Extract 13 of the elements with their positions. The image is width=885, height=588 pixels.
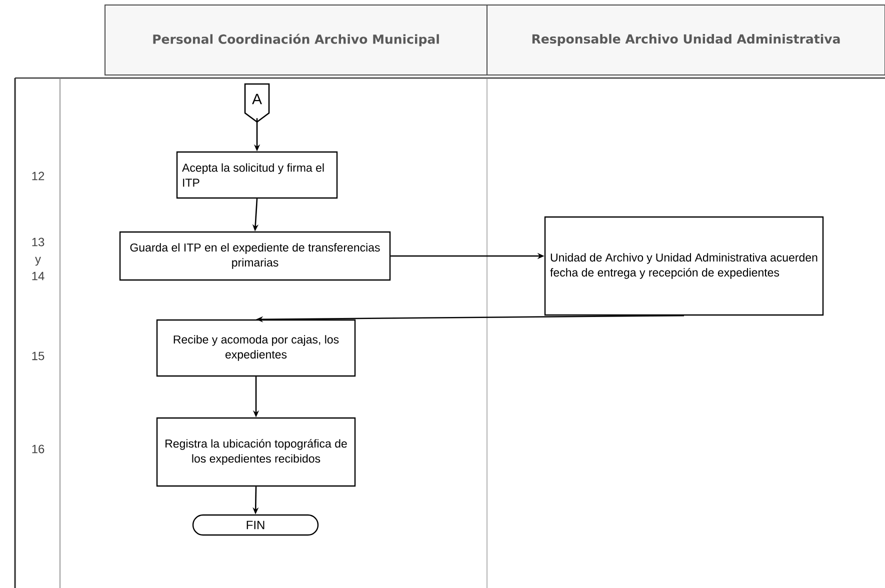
- step-number: 15: [32, 352, 44, 360]
- step-number: 13 y 14: [32, 238, 44, 280]
- step-number: 12: [32, 172, 44, 180]
- step-number: 16: [32, 444, 44, 454]
- node-label: Responsable Archivo Unidad Administrativa: [532, 34, 840, 46]
- process-box: Acepta la solicitud y firma el ITP: [176, 151, 338, 199]
- connector-pentagon: A: [244, 83, 270, 123]
- process-box: Unidad de Archivo y Unidad Administrativa acuerden fecha de entrega y recepción de expedientes: [544, 216, 824, 316]
- process-box: Recibe y acomoda por cajas, los expedientes: [156, 319, 356, 377]
- lane-header: Personal Coordinación Archivo Municipal: [104, 4, 488, 76]
- process-box: Registra la ubicación topográfica de los expedientes recibidos: [156, 417, 356, 487]
- process-box: Guarda el ITP en el expediente de transferencias primarias: [119, 231, 391, 281]
- lane-header: Responsable Archivo Unidad Administrativa: [486, 4, 885, 76]
